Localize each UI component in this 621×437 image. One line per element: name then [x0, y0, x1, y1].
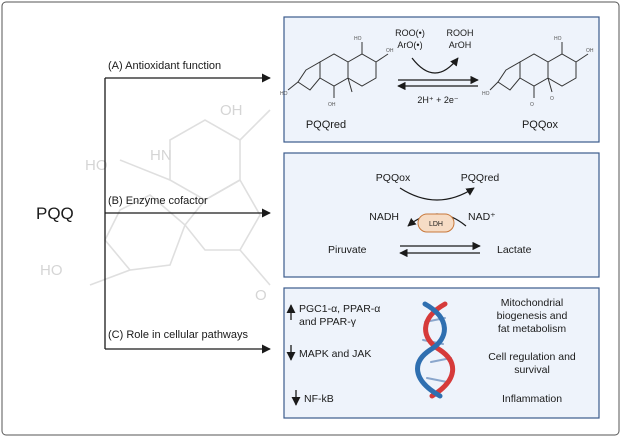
pgc1-line2: and PPAR-γ [299, 316, 357, 328]
mapk-jak-label: MAPK and JAK [299, 348, 371, 360]
nad-label: NAD⁺ [468, 211, 496, 223]
branch-label-c: (C) Role in cellular pathways [108, 329, 248, 341]
mito-line3: fat metabolism [498, 323, 567, 335]
svg-text:OH: OH [586, 48, 594, 54]
branch-connectors [104, 73, 271, 354]
dna-helix-icon [415, 301, 456, 399]
pyruvate-label: Piruvate [328, 244, 367, 256]
nadh-label: NADH [369, 211, 399, 223]
pqqred-cofactor-label: PQQred [461, 172, 500, 184]
pqqred-label: PQQred [306, 119, 346, 131]
main-label-pqq: PQQ [36, 204, 74, 223]
ldh-enzyme-capsule [417, 213, 455, 233]
aroh-label: ArOH [449, 40, 472, 50]
pqqred-atom-labels: HO OH HO OH [280, 36, 394, 108]
panel-b-box [283, 152, 600, 278]
panel-a-curved-arrow [411, 57, 459, 74]
roo-radical-label: ROO(•) [395, 28, 425, 38]
lactate-label: Lactate [497, 244, 532, 256]
svg-text:OH: OH [220, 102, 243, 119]
svg-text:OH: OH [386, 48, 394, 54]
protons-electrons-label: 2H⁺ + 2e⁻ [417, 95, 459, 105]
svg-text:HO: HO [280, 91, 288, 97]
panel-c-regulation-arrows [286, 304, 301, 406]
branch-label-a: (A) Antioxidant function [108, 60, 221, 72]
background-molecule-labels: OH HO HN HO O [40, 102, 267, 304]
cell-reg-line1: Cell regulation and [488, 351, 576, 363]
svg-text:O: O [530, 102, 534, 108]
branch-label-b: (B) Enzyme cofactor [108, 195, 208, 207]
pqqox-label: PQQox [522, 119, 559, 131]
pqqox-structure [489, 42, 589, 98]
pqqred-structure [287, 42, 389, 98]
svg-text:HO: HO [554, 36, 562, 42]
svg-text:HO: HO [40, 262, 63, 279]
svg-text:O: O [255, 287, 267, 304]
aro-radical-label: ArO(•) [397, 40, 422, 50]
pqq-curved-arrow [399, 187, 475, 201]
pqqox-cofactor-label: PQQox [376, 172, 411, 184]
svg-text:HO: HO [85, 157, 108, 174]
svg-text:HO: HO [482, 91, 490, 97]
svg-text:O: O [550, 96, 554, 102]
svg-text:HN: HN [150, 147, 172, 164]
svg-text:HO: HO [354, 36, 362, 42]
nfkb-label: NF-kB [304, 393, 334, 405]
mito-line1: Mitochondrial [501, 297, 563, 309]
svg-text:OH: OH [328, 102, 336, 108]
pgc1-line1: PGC1-α, PPAR-α [299, 303, 380, 315]
inflammation-label: Inflammation [502, 393, 562, 405]
ldh-label: LDH [429, 221, 443, 228]
rooh-label: ROOH [447, 28, 474, 38]
mito-line2: biogenesis and [497, 310, 568, 322]
cell-reg-line2: survival [514, 364, 550, 376]
background-molecule-watermark [89, 109, 271, 286]
pqqox-atom-labels: HO OH HO O O [482, 36, 594, 108]
